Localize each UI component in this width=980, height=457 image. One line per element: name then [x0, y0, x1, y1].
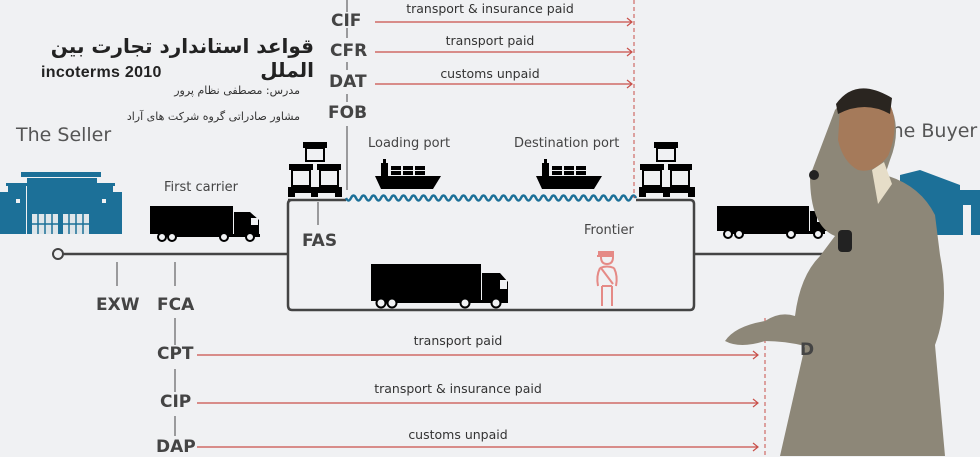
cif-arrow-label: transport & insurance paid	[406, 1, 574, 16]
term-fob[interactable]: FOB	[328, 103, 368, 123]
term-ddp-partial: D	[800, 340, 815, 360]
arrowhead-icon	[752, 350, 759, 360]
buyer-truck-icon	[717, 206, 827, 239]
port-zone-box	[286, 198, 696, 312]
arrowhead-icon	[626, 79, 633, 89]
customs-officer-icon	[596, 251, 618, 306]
lecturer-role: مشاور صادراتی گروه شرکت های آراد	[126, 110, 300, 123]
first-carrier-label: First carrier	[164, 180, 239, 195]
destination-port-label: Destination port	[514, 136, 620, 151]
sea-waves	[344, 194, 638, 202]
dap-arrow-label: customs unpaid	[408, 427, 508, 442]
arrowhead-icon	[626, 47, 633, 57]
term-cif[interactable]: CIF	[331, 11, 362, 31]
buyer-label: The Buyer	[880, 120, 978, 142]
term-dat[interactable]: DAT	[329, 72, 367, 92]
seller-label: The Seller	[16, 124, 112, 146]
term-exw[interactable]: EXW	[96, 295, 140, 315]
loading-port-ship-icon	[375, 159, 441, 189]
loading-port-label: Loading port	[368, 136, 451, 151]
term-dap[interactable]: DAP	[156, 437, 196, 457]
main-transport-truck-icon	[371, 264, 508, 309]
crates-pallet-icon-left	[288, 142, 342, 197]
seller-warehouse-icon	[0, 172, 122, 234]
cip-arrow-label: transport & insurance paid	[374, 381, 542, 396]
first-carrier-truck-icon	[150, 206, 260, 242]
term-fca[interactable]: FCA	[157, 295, 195, 315]
cfr-arrow-label: transport paid	[445, 33, 535, 48]
presenter-photo	[725, 88, 945, 456]
term-cip[interactable]: CIP	[160, 392, 192, 412]
cpt-arrow-label: transport paid	[413, 333, 503, 348]
crates-pallet-icon-right	[639, 142, 695, 197]
term-cfr[interactable]: CFR	[330, 41, 368, 61]
term-fas[interactable]: FAS	[302, 231, 338, 251]
arrowhead-icon	[752, 442, 759, 452]
arrowhead-icon	[752, 398, 759, 408]
dat-arrow-label: customs unpaid	[440, 66, 540, 81]
destination-port-ship-icon	[536, 159, 602, 189]
origin-node	[52, 248, 64, 260]
title-persian: قواعد استاندارد تجارت بین الملل	[50, 34, 314, 82]
arrowhead-icon	[626, 17, 633, 27]
subtitle-incoterms: incoterms 2010	[41, 64, 162, 81]
frontier-label: Frontier	[584, 223, 634, 238]
lecturer-name: مدرس: مصطفی نظام پرور	[174, 84, 300, 97]
term-cpt[interactable]: CPT	[157, 344, 194, 364]
